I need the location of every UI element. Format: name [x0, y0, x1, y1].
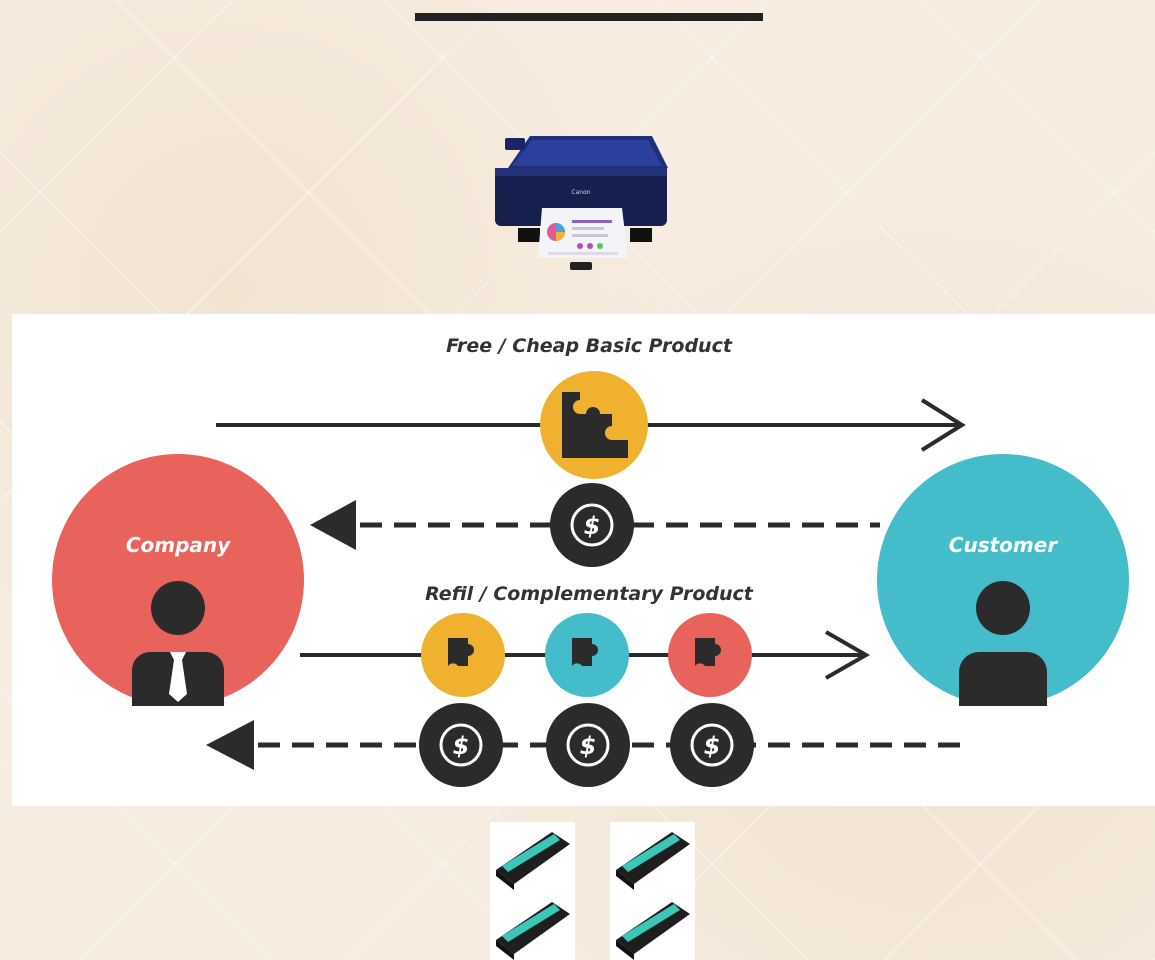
toner-cartridge — [616, 832, 690, 890]
toner-cartridge-image — [490, 822, 695, 960]
complementary-product-label: Refil / Complementary Product — [425, 583, 754, 605]
refill-arrowhead — [825, 630, 871, 680]
basic-product-puzzle-icon — [540, 371, 648, 479]
toner-cartridge — [496, 902, 570, 960]
company-node: Company — [52, 454, 304, 706]
dollar-coin-icon: $ — [419, 703, 503, 787]
business-model-panel: Free / Cheap Basic Product Company Custo… — [12, 314, 1155, 806]
product-arrowhead — [920, 398, 966, 452]
razor-blade-diagram: Free / Cheap Basic Product Company Custo… — [52, 335, 1129, 787]
printer-brand: Canon — [571, 189, 590, 196]
refill-puzzle-icon-teal — [545, 613, 629, 697]
dollar-coin-icon: $ — [550, 483, 634, 567]
businessman-icon — [132, 581, 224, 706]
printer-image: Canon — [495, 136, 668, 270]
dollar-coin-icon: $ — [670, 703, 754, 787]
refill-puzzle-icon-yellow — [421, 613, 505, 697]
refill-puzzle-icon-red — [668, 613, 752, 697]
toner-cartridge — [616, 902, 690, 960]
svg-text:$: $ — [580, 732, 597, 760]
person-icon — [959, 581, 1047, 706]
svg-text:$: $ — [453, 732, 470, 760]
dollar-coin-icon: $ — [546, 703, 630, 787]
payment-arrowhead-1 — [310, 500, 356, 550]
customer-node: Customer — [877, 454, 1129, 706]
basic-product-label: Free / Cheap Basic Product — [446, 335, 733, 357]
svg-text:$: $ — [704, 732, 721, 760]
customer-label: Customer — [949, 533, 1059, 557]
dollar-symbol: $ — [584, 512, 601, 540]
toner-cartridge — [496, 832, 570, 890]
company-label: Company — [126, 533, 231, 557]
payment-arrowhead-2 — [206, 720, 254, 770]
title-underline — [415, 13, 763, 21]
